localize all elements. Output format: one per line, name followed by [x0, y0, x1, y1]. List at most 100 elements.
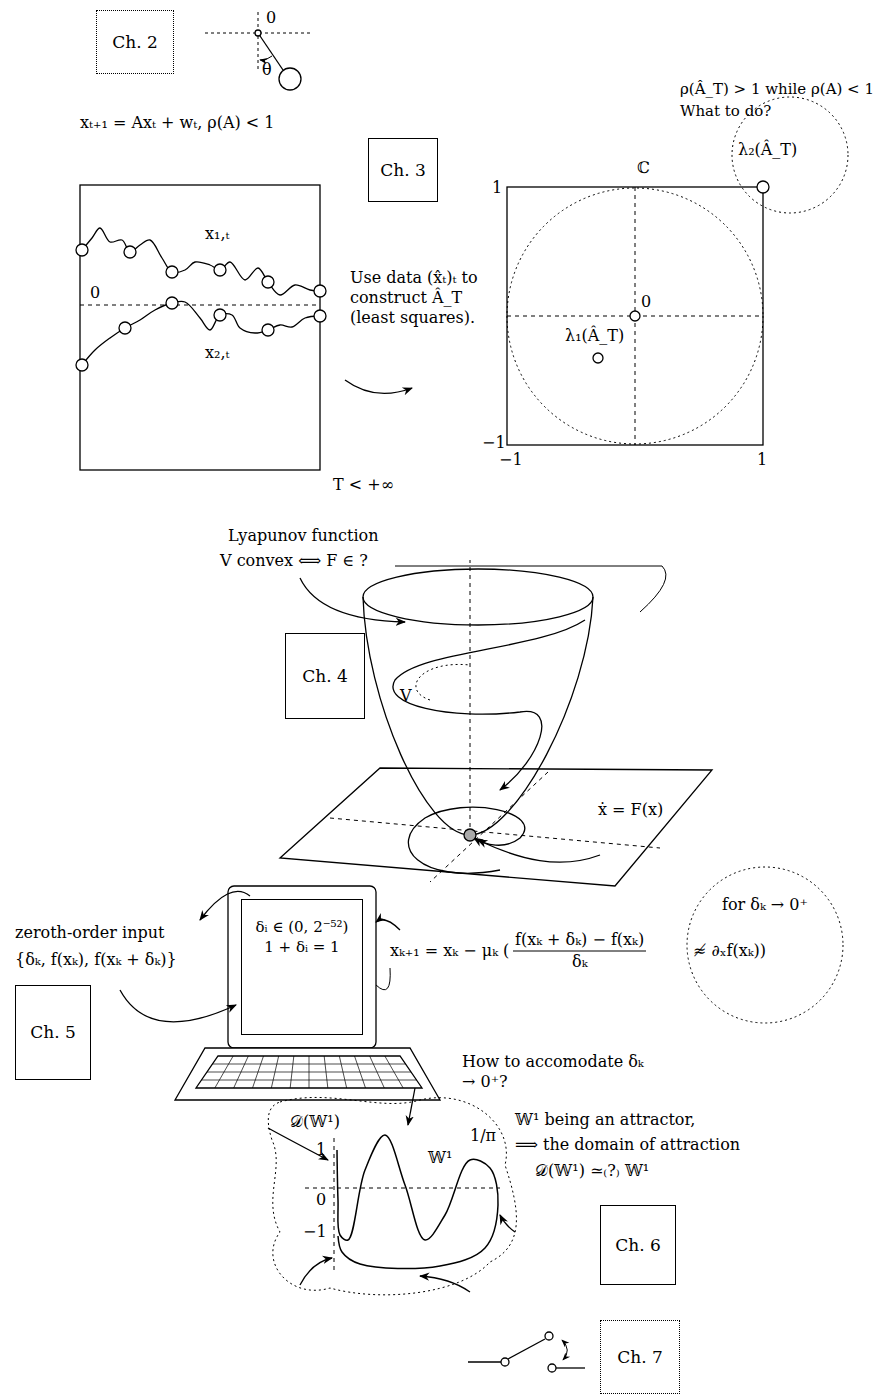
trajectory	[416, 664, 470, 700]
axis-line	[430, 772, 548, 882]
pointer-line	[376, 968, 390, 990]
keyboard-key	[253, 1056, 264, 1088]
label: 𝕎¹	[428, 1148, 452, 1168]
label: 1	[316, 1140, 326, 1160]
node-text: Ch. 6	[615, 1234, 661, 1256]
keyboard-key	[309, 1056, 310, 1088]
axis-line	[305, 1188, 500, 1189]
fraction-bar	[513, 951, 646, 952]
laptop-lid	[228, 886, 376, 1048]
pendulum-bob	[279, 68, 301, 90]
sample-point	[124, 246, 136, 258]
pointer-arrow	[120, 990, 236, 1022]
label: What to do?	[680, 102, 771, 121]
label: ρ(Â_T) > 1 while ρ(A) < 1	[680, 80, 874, 99]
label: 0	[641, 292, 651, 312]
attraction-arrow	[300, 1258, 332, 1285]
label: for δₖ → 0⁺	[722, 895, 808, 915]
sample-point	[119, 322, 131, 334]
keyboard-key	[339, 1056, 346, 1088]
node-text: Ch. 5	[30, 1021, 76, 1043]
chapter-box: Ch. 4	[285, 633, 365, 719]
attraction-arrow	[500, 1215, 515, 1232]
keyboard-key	[290, 1056, 294, 1088]
terminal	[548, 1364, 556, 1372]
sample-point	[76, 359, 88, 371]
axis-line	[334, 1138, 335, 1272]
sample-point	[214, 309, 226, 321]
label: ℂ	[637, 158, 650, 178]
label: 0	[90, 283, 100, 303]
plane	[280, 768, 712, 886]
sample-point	[262, 276, 274, 288]
label: V	[400, 686, 412, 706]
label: θ	[262, 60, 272, 80]
origin-point	[630, 311, 640, 321]
keyboard-key	[385, 1056, 403, 1088]
keyboard-key	[271, 1056, 278, 1088]
keyboard-key	[234, 1056, 249, 1088]
chapter-box: Ch. 3	[368, 138, 438, 202]
motion-arrow	[562, 1340, 567, 1360]
pointer-line	[395, 566, 666, 612]
label: How to accomodate δₖ → 0⁺?	[462, 1052, 652, 1092]
label: −1	[303, 1222, 327, 1242]
node-text: Ch. 3	[380, 159, 426, 181]
trajectory	[408, 807, 524, 873]
axis-line	[470, 560, 471, 835]
trajectory	[82, 228, 320, 295]
attraction-arrow	[268, 1128, 328, 1160]
label: ⟹ the domain of attraction	[515, 1135, 740, 1155]
label: Use data (x̂ₜ)ₜ to construct Â_T (least …	[350, 268, 502, 328]
bowl-rim	[363, 569, 593, 625]
label: −1	[499, 450, 523, 470]
label: xₜ₊₁ = Axₜ + wₜ, ρ(A) < 1	[80, 113, 275, 133]
label: x₁,ₜ	[205, 224, 229, 244]
keyboard-key	[324, 1056, 328, 1088]
attraction-arrow	[420, 1276, 470, 1292]
equilibrium-point	[464, 829, 476, 841]
chapter-box: Ch. 5	[15, 985, 91, 1080]
terminal	[501, 1358, 509, 1366]
trajectory	[393, 620, 585, 790]
label: Lyapunov function	[228, 526, 379, 546]
keyboard-key	[370, 1056, 385, 1088]
chapter-box: Ch. 2	[96, 10, 174, 74]
wire	[556, 1367, 585, 1368]
sample-point	[166, 266, 178, 278]
label: ≉ ∂ₓf(xₖ))	[693, 941, 766, 961]
pointer-arrow	[376, 920, 400, 930]
bowl	[363, 597, 593, 835]
keyboard	[196, 1056, 422, 1088]
sample-point	[262, 324, 274, 336]
node-text: 1 + δᵢ = 1	[264, 938, 339, 958]
label: 1/π	[470, 1126, 496, 1146]
node-text: Ch. 2	[112, 31, 158, 53]
keyboard-key	[355, 1056, 366, 1088]
axis-line	[330, 818, 660, 848]
attractor-curve	[337, 1135, 498, 1269]
label: 𝕎¹ being an attractor,	[515, 1110, 695, 1130]
node-text: δᵢ ∈ (0, 2⁻⁵²)	[256, 918, 349, 938]
chapter-box: Ch. 6	[600, 1205, 676, 1285]
label: 1	[492, 178, 502, 198]
sample-point	[314, 285, 326, 297]
label: 𝒟(𝕎¹)	[290, 1112, 340, 1132]
pivot	[255, 30, 261, 36]
complex-plane	[507, 187, 763, 445]
trajectory	[82, 301, 320, 365]
label: f(xₖ + δₖ) − f(xₖ)	[515, 930, 644, 950]
zero-line	[80, 305, 320, 306]
label: 0	[266, 8, 276, 28]
label: zeroth-order input	[15, 923, 164, 943]
label: λ₁(Â_T)	[565, 326, 624, 346]
terminal	[545, 1332, 553, 1340]
label: ẋ = F(x)	[598, 800, 663, 820]
switch-blade	[508, 1339, 545, 1359]
sample-point	[76, 244, 88, 256]
sample-point	[314, 310, 326, 322]
limit-circle	[687, 867, 843, 1023]
label: δₖ	[572, 952, 587, 972]
